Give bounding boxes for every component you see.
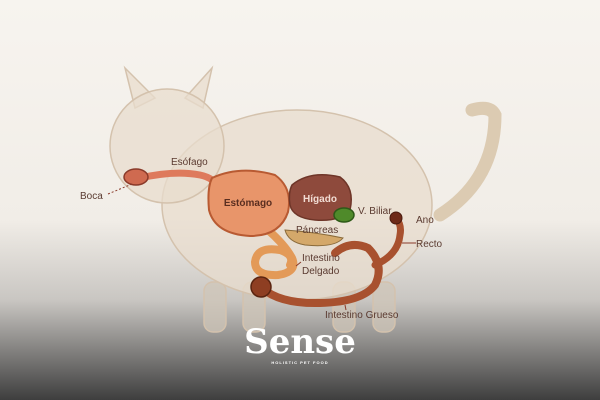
- mouth-label: Boca: [80, 191, 103, 202]
- liver-label: Hígado: [303, 194, 337, 205]
- leg: [372, 281, 396, 333]
- anus: [389, 211, 403, 225]
- large-intestine: [258, 240, 383, 308]
- small-intestine-label-1: Intestino: [302, 253, 340, 264]
- stomach: [207, 169, 291, 238]
- large-intestine-pointer: [344, 304, 347, 311]
- large-intestine-label: Intestino Grueso: [325, 310, 399, 321]
- gallbladder-label: V. Biliar: [358, 206, 392, 217]
- gallbladder: [333, 207, 355, 223]
- brand-tagline: HOLISTIC PET FOOD: [271, 360, 328, 365]
- cecum: [250, 276, 272, 298]
- mouth-pointer: [107, 183, 133, 195]
- brand-logo: Sense: [244, 322, 356, 362]
- pancreas: [284, 229, 344, 247]
- rectum-label: Recto: [416, 239, 443, 250]
- stomach-label: Estómago: [224, 198, 272, 209]
- small-intestine-pointer: [295, 261, 302, 267]
- tail: [433, 101, 502, 222]
- pancreas-label: Páncreas: [296, 225, 338, 236]
- leg: [203, 281, 227, 333]
- mouth: [123, 168, 149, 186]
- anus-label: Ano: [416, 215, 434, 226]
- esophagus-label: Esófago: [171, 157, 208, 168]
- small-intestine-label-2: Delgado: [302, 266, 340, 277]
- small-intestine: [250, 226, 298, 280]
